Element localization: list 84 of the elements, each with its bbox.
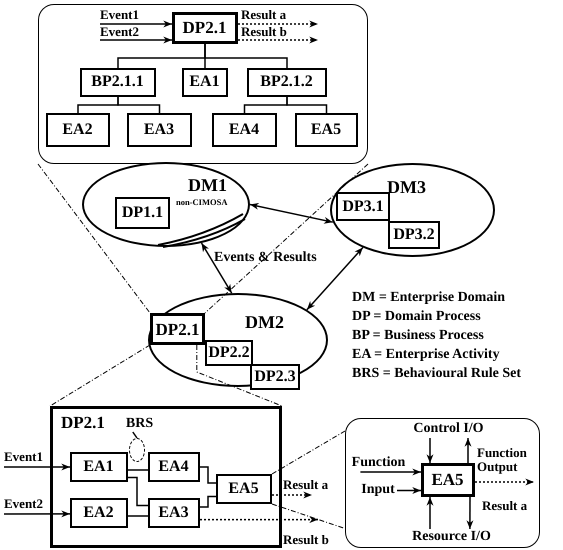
connector-line	[200, 466, 216, 484]
panel-heading: DP2.1	[61, 414, 105, 431]
process-box: DP2.2	[205, 340, 253, 366]
edge-label: Result b	[241, 25, 287, 38]
edge-label: Result a	[283, 478, 328, 491]
projection-line	[50, 344, 150, 406]
process-panel	[50, 406, 282, 548]
activity-box: EA3	[126, 112, 192, 146]
edge-label: Function Output	[477, 446, 528, 475]
activity-box: EA5	[420, 462, 474, 496]
rule-set-label: BRS	[122, 416, 158, 432]
process-box: BP2.1.1	[80, 68, 156, 96]
domain-ellipse	[82, 162, 250, 247]
io-label: Resource I/O	[404, 528, 498, 546]
edge-label: Event2	[100, 25, 139, 38]
activity-box: EA2	[46, 112, 110, 146]
abbreviation-note: DM = Enterprise Domain	[352, 290, 506, 306]
arrow	[238, 36, 318, 44]
process-box: DP2.3	[250, 364, 300, 390]
annotation-label: Events & Results	[214, 250, 317, 266]
domain-label: DM3	[387, 178, 426, 196]
domain-note: non-CIMOSA	[176, 198, 228, 206]
connector-line	[204, 44, 288, 68]
connector-line	[128, 476, 148, 506]
edge-label: Event1	[100, 8, 139, 21]
projection-line	[204, 164, 368, 314]
projection-line	[38, 164, 150, 314]
zoom-panel	[38, 4, 368, 164]
arrow	[100, 20, 172, 28]
edge-label: Event1	[4, 450, 43, 463]
activity-box: EA1	[182, 68, 228, 96]
activity-box: EA2	[70, 498, 128, 528]
arrow	[397, 487, 421, 494]
io-label: Function	[348, 454, 410, 472]
activity-box: EA3	[148, 498, 200, 528]
leader-line	[132, 432, 138, 438]
domain-ellipse	[330, 163, 495, 257]
projection-line	[272, 430, 346, 474]
io-label: Input	[360, 482, 396, 498]
abbreviation-note: DP = Domain Process	[352, 309, 481, 324]
arrow	[4, 510, 70, 518]
arrow	[272, 492, 312, 498]
activity-box: EA4	[148, 452, 200, 482]
domain-label: DM2	[245, 313, 284, 331]
process-box: DP3.1	[336, 192, 390, 221]
arrow	[100, 36, 172, 44]
abbreviation-note: BP = Business Process	[352, 328, 484, 344]
domain-ellipse	[148, 293, 328, 387]
arrow	[475, 478, 534, 486]
arrow	[426, 497, 434, 529]
activity-box: EA5	[294, 112, 358, 146]
domain-label: DM1	[188, 176, 227, 194]
io-label: Control I/O	[404, 420, 492, 438]
abbreviation-note: EA = Enterprise Activity	[352, 347, 500, 362]
arrow	[238, 20, 318, 28]
process-box: DP1.1	[115, 197, 170, 229]
arrow	[466, 497, 474, 529]
connector-line	[200, 496, 216, 508]
arrow	[306, 247, 364, 310]
process-box: DP2.1	[150, 313, 205, 345]
connector-line	[128, 469, 148, 471]
arrow	[250, 202, 333, 224]
connector-line	[286, 97, 328, 113]
connector-line	[117, 97, 160, 113]
process-box: BP2.1.2	[246, 68, 326, 96]
activity-box: EA4	[212, 112, 276, 146]
edge-label: Result b	[283, 533, 329, 546]
arrow	[200, 516, 318, 524]
arrow	[4, 464, 70, 470]
arrow	[200, 242, 232, 294]
activity-box: EA5	[216, 474, 272, 504]
process-box: DP2.1	[172, 12, 238, 44]
zoom-panel	[345, 418, 540, 548]
abbreviation-note: BRS = Behavioural Rule Set	[352, 366, 521, 382]
connector-line	[128, 515, 148, 517]
projection-line	[272, 504, 346, 529]
process-box: DP3.2	[388, 221, 440, 249]
arrow	[426, 438, 434, 463]
activity-box: EA1	[70, 452, 128, 482]
edge-label: Result a	[241, 8, 286, 21]
arrow	[464, 438, 472, 463]
edge-label: Event2	[4, 497, 43, 510]
io-label: Result a	[482, 499, 528, 514]
arrow	[360, 468, 421, 476]
